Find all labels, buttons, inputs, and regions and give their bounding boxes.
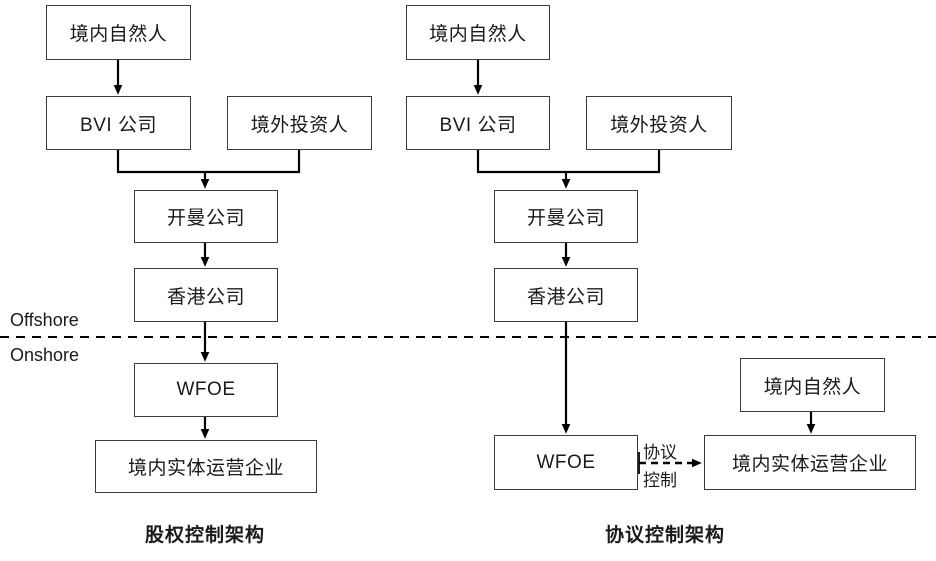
node-label: 境内实体运营企业 (127, 458, 284, 479)
node-label: 开曼公司 (166, 208, 245, 229)
node-offshore-investor-right[interactable]: 境外投资人 (586, 96, 732, 150)
node-bvi-right[interactable]: BVI 公司 (406, 96, 550, 150)
node-bvi-left[interactable]: BVI 公司 (46, 96, 191, 150)
node-label: 境外投资人 (610, 114, 708, 136)
node-domestic-person-right-top[interactable]: 境内自然人 (406, 5, 550, 60)
caption-left: 股权控制架构 (144, 525, 265, 546)
node-domestic-person-left[interactable]: 境内自然人 (46, 5, 191, 60)
node-label: 境内自然人 (763, 376, 862, 398)
node-hongkong-right[interactable]: 香港公司 (494, 268, 638, 322)
node-label: 境内自然人 (429, 24, 527, 45)
node-label: BVI 公司 (80, 114, 157, 136)
offshore-label: Offshore (10, 310, 79, 330)
node-label: 香港公司 (166, 286, 245, 308)
edge-merge-bar-right (476, 150, 661, 174)
node-cayman-right[interactable]: 开曼公司 (494, 190, 638, 243)
node-label: 香港公司 (526, 286, 605, 308)
contractual-control-label-line1: 协议 (643, 443, 677, 462)
node-label: 境内实体运营企业 (731, 454, 888, 475)
node-wfoe-left[interactable]: WFOE (134, 363, 278, 417)
onshore-label: Onshore (10, 345, 80, 365)
node-label: BVI 公司 (439, 114, 517, 136)
node-offshore-investor-left[interactable]: 境外投资人 (227, 96, 372, 150)
node-label: 境内自然人 (69, 24, 168, 45)
caption-right: 协议控制架构 (604, 525, 725, 546)
edge-merge-bar-left (116, 150, 301, 174)
node-domestic-person-right-bottom[interactable]: 境内自然人 (740, 358, 885, 412)
node-label: 境外投资人 (250, 114, 349, 136)
contractual-control-label-line2: 控制 (643, 471, 677, 490)
node-label: 开曼公司 (526, 208, 605, 229)
node-label: WFOE (536, 451, 596, 473)
node-hongkong-left[interactable]: 香港公司 (134, 268, 278, 322)
node-label: WFOE (176, 379, 236, 400)
node-wfoe-right[interactable]: WFOE (494, 435, 638, 490)
node-opco-left[interactable]: 境内实体运营企业 (95, 440, 317, 493)
node-cayman-left[interactable]: 开曼公司 (134, 190, 278, 243)
node-opco-right[interactable]: 境内实体运营企业 (704, 435, 916, 490)
